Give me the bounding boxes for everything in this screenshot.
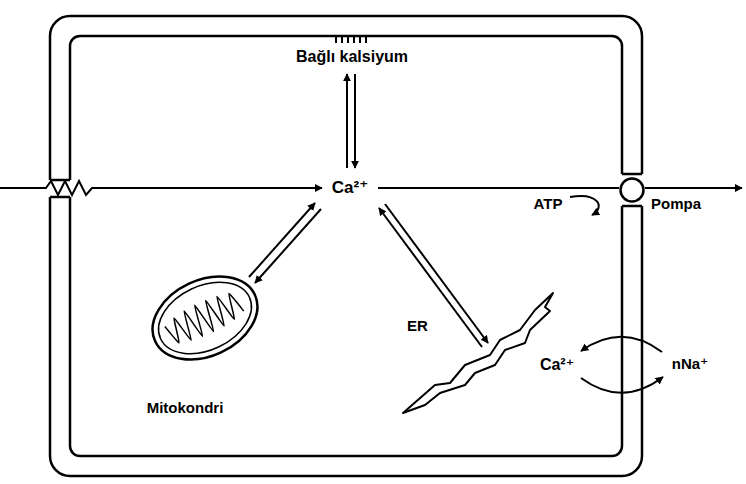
node-label-box: Pompa: [649, 195, 703, 212]
mito-release-arrow: [249, 203, 315, 277]
shape: [395, 285, 560, 420]
node-label: ER: [405, 317, 430, 334]
node-label: Pompa: [649, 195, 703, 212]
node-label-box: ER: [405, 317, 430, 334]
er-uptake-arrow: [385, 204, 488, 343]
pump-gap: [616, 174, 648, 206]
node-label: Mitokondri: [145, 399, 226, 416]
er-release-arrow: [379, 208, 482, 347]
bound-calcium-ticks: [336, 36, 366, 43]
mitochondrion-outline: [139, 260, 271, 375]
ion-label: Ca²⁺: [330, 178, 370, 197]
pump-circle: Pompa: [619, 177, 645, 203]
label-box: Ca²⁺: [538, 356, 576, 374]
label-box: nNa⁺: [670, 355, 710, 372]
mito-uptake-arrow: [255, 209, 321, 283]
shape: [145, 268, 265, 368]
exchanger-arrow: [581, 377, 663, 393]
atp-arrow: [570, 196, 599, 215]
label-box: ATP: [532, 195, 565, 212]
exchanger-arrow: [581, 337, 662, 352]
endoplasmic-reticulum: ER: [395, 285, 560, 420]
label-box: Ca²⁺: [330, 178, 370, 198]
pump-outline: [621, 179, 644, 202]
cristae: [162, 287, 246, 349]
node-label-box: Mitokondri: [145, 399, 226, 416]
efflux-arrow: [645, 187, 742, 189]
atp-label: ATP: [532, 195, 565, 212]
flux-arrows: [0, 74, 742, 393]
label-box: Bağlı kalsiyum: [294, 48, 410, 66]
cell-membrane: [50, 16, 642, 476]
binding-arrow: [346, 74, 348, 168]
bound-calcium-label: Bağlı kalsiyum: [294, 48, 410, 65]
channel-influx-arrow: [0, 181, 322, 195]
shape: [619, 177, 645, 203]
release-arrow: [354, 74, 356, 168]
efflux-line: [378, 187, 619, 189]
er-outline: [403, 293, 553, 413]
ion-label: nNa⁺: [670, 355, 710, 372]
ion-label: Ca²⁺: [538, 356, 576, 373]
mitochondrion: Mitokondri: [145, 268, 265, 368]
